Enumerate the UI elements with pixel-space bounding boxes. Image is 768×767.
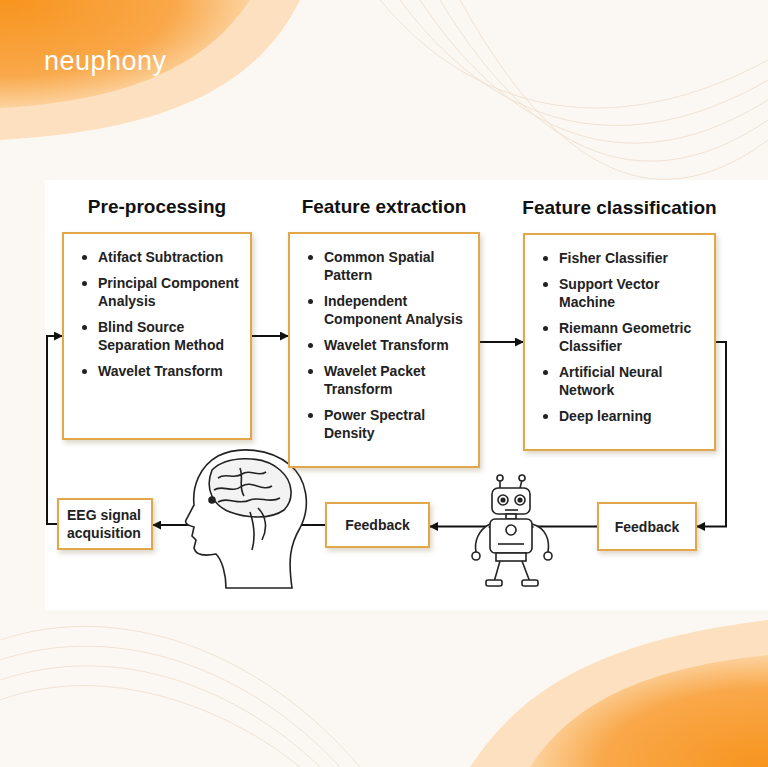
bullet-item: Wavelet Transform [74, 362, 240, 380]
bullet-dot [543, 256, 548, 261]
stage-heading: Feature extraction [270, 196, 498, 218]
panel [45, 180, 768, 610]
bullet-text: Wavelet Transform [98, 363, 223, 379]
corner-shape [530, 655, 768, 767]
flow-arrow [47, 336, 62, 524]
stage-box: Feature classificationFisher ClassifierS… [523, 233, 716, 451]
bullet-text: Principal Component Analysis [98, 275, 239, 309]
bullet-text: Blind Source Separation Method [98, 319, 224, 353]
stage-box: Pre-processingAtifact SubtractionPrincip… [62, 232, 252, 440]
bullet-item: Atifact Subtraction [74, 248, 240, 266]
bullet-dot [82, 281, 87, 286]
bullet-text: Artificial Neural Network [559, 364, 662, 398]
bullet-item: Blind Source Separation Method [74, 318, 240, 354]
process-box: EEG signal acquisition [57, 498, 153, 550]
box-label: Feedback [345, 516, 410, 534]
bullet-item: Wavelet Transform [300, 336, 468, 354]
bullet-item: Deep learning [535, 407, 704, 425]
corner-shape [470, 620, 768, 767]
bullet-dot [308, 369, 313, 374]
bullet-text: Wavelet Transform [324, 337, 449, 353]
bullet-text: Independent Component Analysis [324, 293, 463, 327]
bullet-text: Wavelet Packet Transform [324, 363, 425, 397]
bullet-item: Common Spatial Pattern [300, 248, 468, 284]
head-illustration [186, 450, 307, 588]
brand-logo: neuphony [44, 46, 167, 77]
bullet-text: Fisher Classifier [559, 250, 668, 266]
bullet-text: Support Vector Machine [559, 276, 659, 310]
robot-illustration [472, 475, 552, 586]
bullet-text: Atifact Subtraction [98, 249, 223, 265]
bullet-dot [543, 370, 548, 375]
bullet-dot [82, 369, 87, 374]
bullet-item: Riemann Geometric Classifier [535, 319, 704, 355]
flow-arrow [480, 341, 523, 343]
bullet-item: Principal Component Analysis [74, 274, 240, 310]
box-label: EEG signal acquisition [67, 506, 143, 542]
process-box: Feedback [325, 502, 430, 548]
bullet-dot [82, 325, 87, 330]
corner-shape [0, 0, 300, 140]
bullet-dot [308, 255, 313, 260]
bullet-dot [543, 326, 548, 331]
corner-shape [0, 0, 250, 108]
bullet-dot [82, 255, 87, 260]
bullet-item: Fisher Classifier [535, 249, 704, 267]
bullet-dot [308, 299, 313, 304]
bullet-item: Independent Component Analysis [300, 292, 468, 328]
bullet-item: Power Spectral Density [300, 406, 468, 442]
bullet-dot [543, 414, 548, 419]
stage-heading: Feature classification [505, 197, 734, 219]
bullet-text: Common Spatial Pattern [324, 249, 434, 283]
stage-heading: Pre-processing [44, 196, 270, 218]
bullet-item: Artificial Neural Network [535, 363, 704, 399]
bullet-text: Deep learning [559, 408, 652, 424]
process-box: Feedback [597, 502, 697, 551]
bullet-text: Riemann Geometric Classifier [559, 320, 691, 354]
bullet-dot [308, 343, 313, 348]
stage-box: Feature extractionCommon Spatial Pattern… [288, 232, 480, 468]
bullet-item: Support Vector Machine [535, 275, 704, 311]
bullet-dot [308, 413, 313, 418]
bullet-dot [543, 282, 548, 287]
flow-arrow [252, 335, 288, 337]
bullet-item: Wavelet Packet Transform [300, 362, 468, 398]
bullet-text: Power Spectral Density [324, 407, 425, 441]
box-label: Feedback [615, 518, 680, 536]
